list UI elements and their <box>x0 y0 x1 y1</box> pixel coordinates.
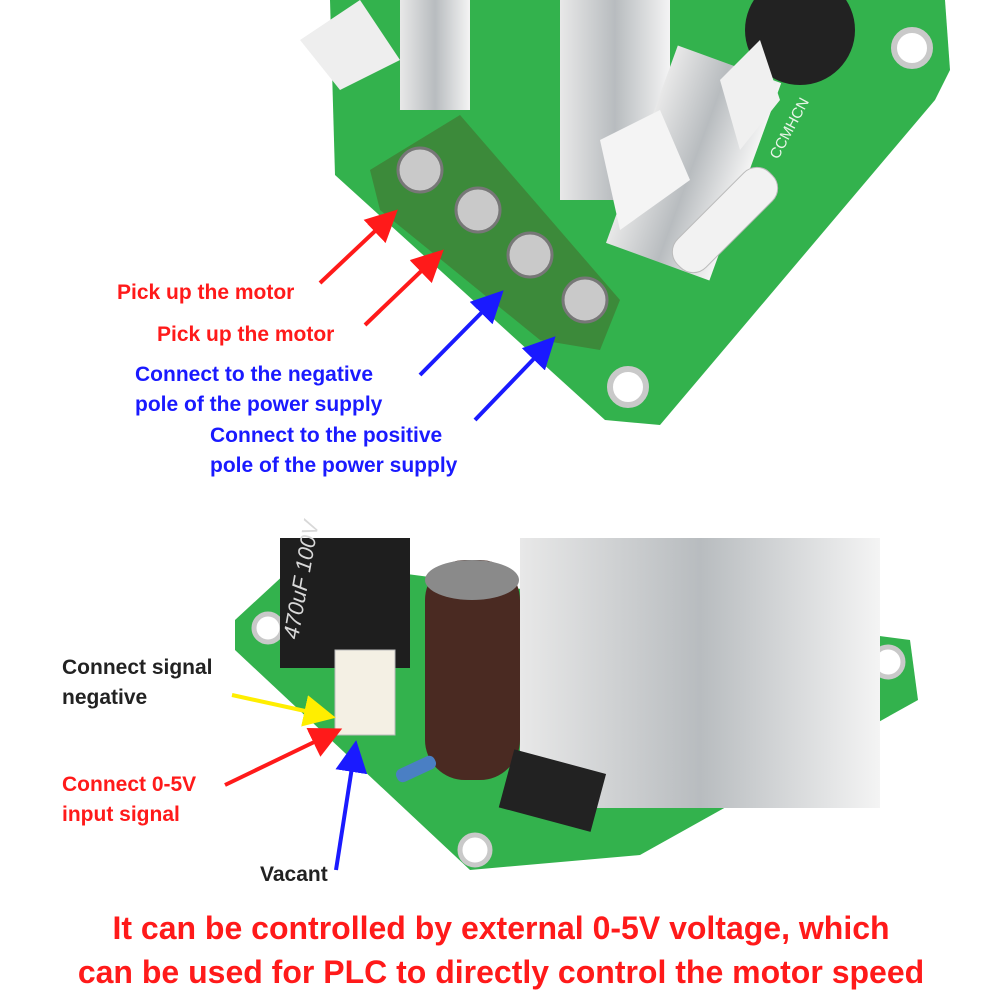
pcb-bottom: 470uF 100V <box>235 517 918 870</box>
terminal-block <box>370 115 620 350</box>
label-input-line1: Connect 0-5V <box>62 773 197 796</box>
arrow-power-negative <box>418 290 504 377</box>
caption-line2: can be used for PLC to directly control … <box>77 954 925 990</box>
label-signal-negative-line1: Connect signal <box>62 656 213 679</box>
pcb-top: CCMHCN <box>300 0 950 425</box>
label-motor-1: Pick up the motor <box>117 281 295 304</box>
arrow-input-signal <box>224 728 343 787</box>
label-positive-line2: pole of the power supply <box>210 454 458 477</box>
arrow-power-positive <box>473 336 556 422</box>
caption-line1: It can be controlled by external 0-5V vo… <box>112 910 890 946</box>
label-signal-negative-line2: negative <box>62 686 148 709</box>
arrow-motor-2 <box>363 249 444 327</box>
arrow-signal-negative <box>231 693 336 727</box>
label-motor-2: Pick up the motor <box>157 323 335 346</box>
label-negative-line2: pole of the power supply <box>135 393 383 416</box>
label-negative-line1: Connect to the negative <box>135 363 374 386</box>
arrow-vacant <box>334 740 368 871</box>
label-input-line2: input signal <box>62 803 180 826</box>
label-positive-line1: Connect to the positive <box>210 424 443 447</box>
arrow-motor-1 <box>318 209 398 285</box>
label-vacant: Vacant <box>260 863 328 886</box>
